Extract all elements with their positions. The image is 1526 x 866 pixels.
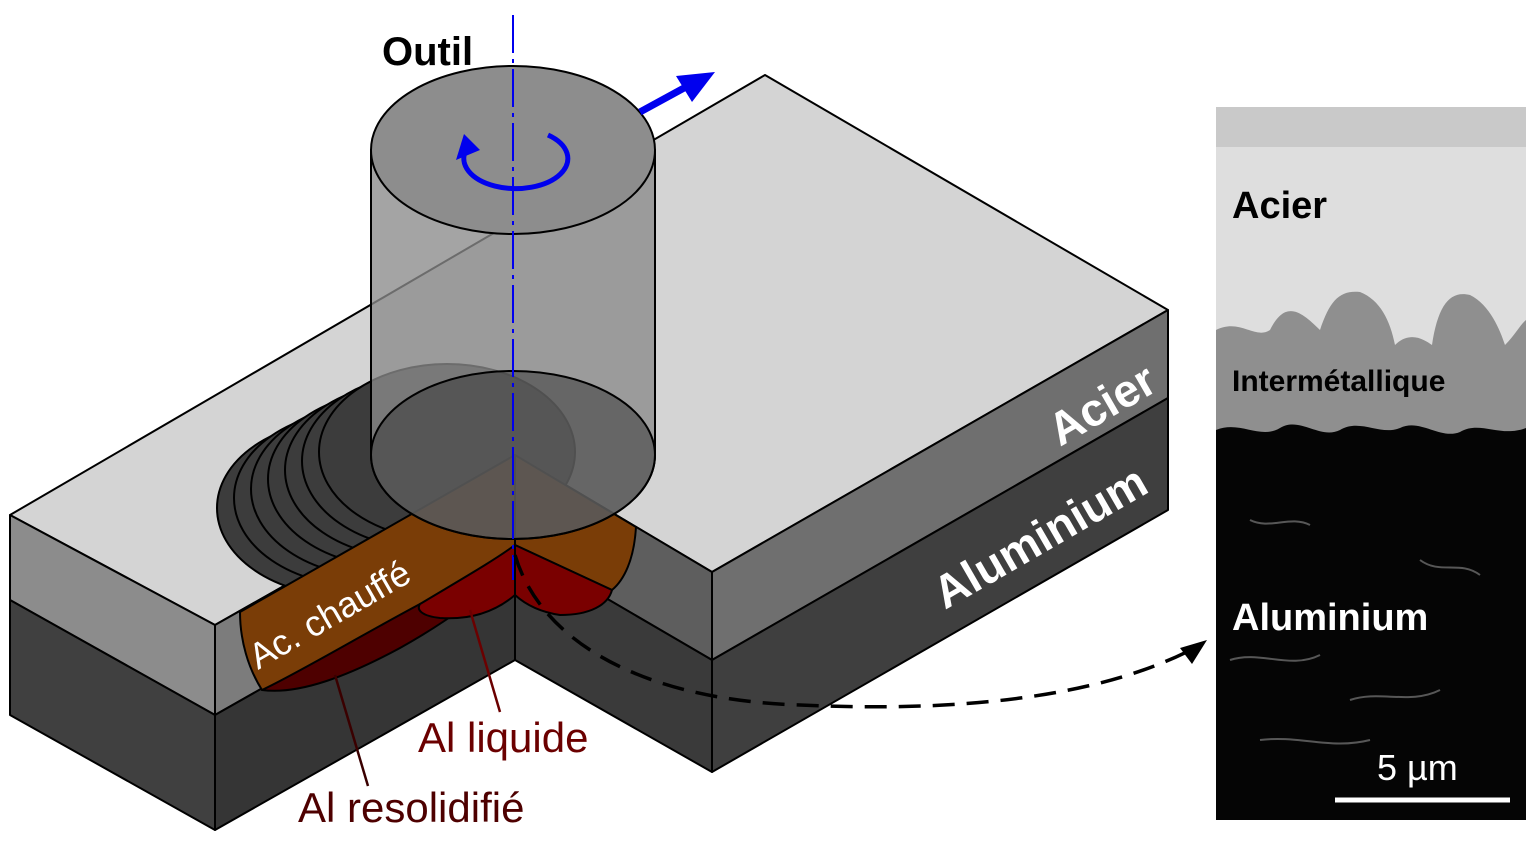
sem-micrograph bbox=[1216, 107, 1526, 820]
rotation-arrowhead-icon bbox=[456, 134, 480, 160]
micrograph-aluminium-label: Aluminium bbox=[1232, 597, 1428, 639]
aluminium-front-right-face bbox=[711, 397, 1169, 773]
liquid-al-zone-right bbox=[514, 544, 613, 616]
zoom-connector-arrow bbox=[513, 554, 1201, 709]
travel-arrowhead-icon bbox=[676, 72, 715, 102]
liquid-al-label: Al liquide bbox=[418, 714, 588, 761]
tool-label: Outil bbox=[382, 30, 473, 74]
micrograph-steel-label: Acier bbox=[1232, 185, 1327, 227]
zoom-connector-arrowhead-icon bbox=[1180, 640, 1207, 664]
rotation-arrow-icon bbox=[461, 132, 571, 192]
liquid-al-leader-line bbox=[468, 609, 502, 713]
micrograph-aluminium-region bbox=[1216, 424, 1526, 820]
micrograph-intermetallic-region bbox=[1216, 291, 1526, 440]
micrograph-intermetallic-label: Intermétallique bbox=[1232, 365, 1445, 398]
resolidified-al-label: Al resolidifié bbox=[298, 784, 524, 831]
scale-bar-label: 5 µm bbox=[1377, 747, 1458, 788]
resolidified-al-leader-line bbox=[333, 674, 370, 787]
liquid-al-zone-left bbox=[417, 544, 516, 620]
